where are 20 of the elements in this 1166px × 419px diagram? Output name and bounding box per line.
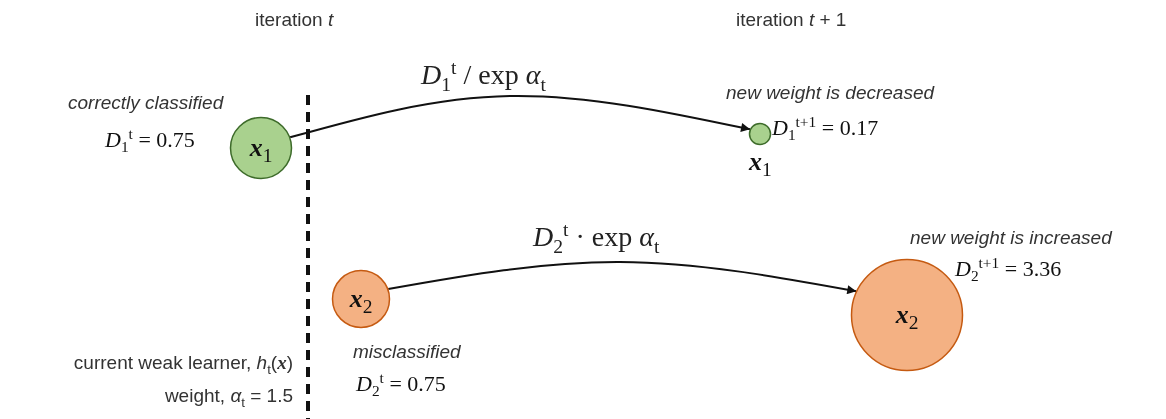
learner-note: current weak learner, h$_{t}$(x) bbox=[73, 353, 293, 374]
node-label: x$_{2}$ bbox=[349, 286, 373, 312]
node-label: x$_{2}$ bbox=[895, 302, 919, 328]
node-label: x$_{1}$ bbox=[249, 135, 273, 161]
annotation-text: misclassified bbox=[353, 342, 461, 363]
annotation-text: new weight is increased bbox=[910, 228, 1112, 249]
weight-formula: D$_{2}$$^{t+1}$ = 3.36 bbox=[955, 257, 1062, 282]
curved-arrow bbox=[387, 261, 858, 295]
edge-label: D$_{2}$$^{t}$ · exp α$_{t}$ bbox=[530, 222, 663, 253]
weight-formula: D$_{1}$$^{t}$ = 0.75 bbox=[105, 128, 195, 153]
column-heading: iteration t bbox=[255, 10, 334, 31]
node-label: x$_{1}$ bbox=[749, 149, 772, 175]
column-heading: iteration t + 1 bbox=[736, 10, 847, 31]
learner-note: weight, α$_{t}$ = 1.5 bbox=[164, 386, 293, 407]
annotation-text: correctly classified bbox=[68, 93, 224, 114]
curved-arrow bbox=[289, 95, 752, 139]
weight-formula: D$_{1}$$^{t+1}$ = 0.17 bbox=[772, 116, 879, 141]
weight-formula: D$_{2}$$^{t}$ = 0.75 bbox=[356, 372, 446, 397]
edge-label: D$_{1}$$^{t}$ / exp α$_{t}$ bbox=[418, 60, 549, 91]
annotation-text: new weight is decreased bbox=[726, 83, 935, 104]
